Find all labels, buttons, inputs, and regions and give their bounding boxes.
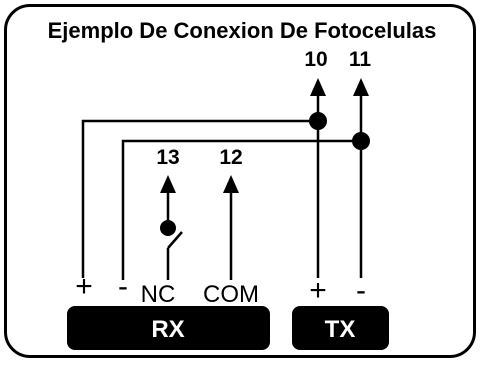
- tx-module-label: TX: [325, 316, 356, 343]
- rx-module-label: RX: [151, 316, 184, 343]
- diagram-title: Ejemplo De Conexion De Fotocelulas: [48, 18, 437, 43]
- terminal-number-13: 13: [156, 146, 179, 169]
- rx-module: RX: [67, 306, 270, 350]
- arrow-up-icon: [353, 78, 369, 96]
- junction-dot-10: [309, 112, 327, 130]
- switch-contact: [167, 231, 183, 249]
- tx-minus-label: -: [356, 274, 366, 307]
- wire-rx-plus-to-10: [81, 119, 318, 278]
- diagram-frame: [4, 4, 476, 358]
- arrow-up-icon: [310, 78, 326, 96]
- wire-terminal-10: [310, 78, 326, 278]
- arrow-up-icon: [223, 175, 239, 193]
- wire-com-to-12: [223, 175, 239, 280]
- wire-rx-minus-to-11: [121, 139, 361, 280]
- rx-minus-label: -: [118, 270, 128, 303]
- terminal-number-11: 11: [349, 48, 372, 71]
- rx-com-label: COM: [203, 281, 259, 308]
- rx-nc-label: NC: [141, 281, 176, 308]
- wire-nc-to-13: [160, 175, 183, 280]
- switch-pivot-dot: [160, 220, 176, 236]
- tx-module: TX: [292, 306, 389, 350]
- junction-dot-11: [352, 132, 370, 150]
- rx-plus-label: +: [75, 270, 93, 303]
- tx-plus-label: +: [309, 274, 327, 307]
- wire-terminal-11: [353, 78, 369, 278]
- terminal-number-12: 12: [219, 146, 242, 169]
- arrow-up-icon: [160, 175, 176, 193]
- terminal-number-10: 10: [304, 48, 327, 71]
